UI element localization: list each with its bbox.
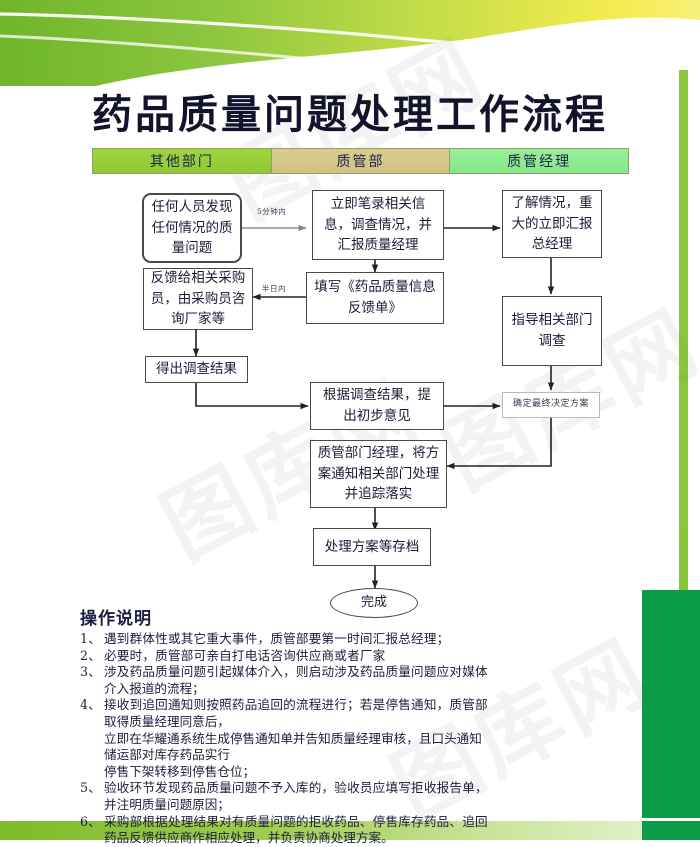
lane-header-qa-manager: 质管经理 <box>449 149 629 173</box>
page-title: 药品质量问题处理工作流程 <box>92 91 608 138</box>
note-text: 接收到追回通知则按照药品追回的流程进行；若是停售通知，质管部 <box>104 697 488 713</box>
edge-label-within-5-minutes: 5分钟内 <box>257 207 287 216</box>
note-item: 4、接收到追回通知则按照药品追回的流程进行；若是停售通知，质管部 <box>80 697 640 714</box>
flow-node-feedback-buyer: 反馈给相关采购员，由采购员咨询厂家等 <box>143 268 253 330</box>
note-number: 1、 <box>80 631 102 646</box>
bottom-bar-green-cap <box>642 821 700 840</box>
note-continuation-line: 储运部对库存药品实行 <box>104 747 230 763</box>
note-continuation-line: 介入报道的流程； <box>104 680 205 696</box>
flow-node-preliminary-opinion: 根据调查结果，提出初步意见 <box>310 382 444 430</box>
bottom-gradient-bar <box>0 821 700 840</box>
notes-list: 1、遇到群体性或其它重大事件，质管部要第一时间汇报总经理；2、必要时，质管部可亲… <box>80 631 640 847</box>
note-item: 1、遇到群体性或其它重大事件，质管部要第一时间汇报总经理； <box>80 631 640 648</box>
note-continuation-line: 药品反馈供应商作相应处理，并负责协商处理方案。 <box>104 830 394 846</box>
right-green-block <box>642 590 700 818</box>
flow-node-guide-dept-investigate: 指导相关部门调查 <box>502 296 602 366</box>
note-item: 6、采购部根据处理结果对有质量问题的拒收药品、停售库存药品、追回 <box>80 814 640 831</box>
note-continuation-line: 立即在华耀通系统生成停售通知单并告知质量经理审核，且口头通知 <box>104 730 482 746</box>
note-continuation-line: 取得质量经理同意后， <box>104 714 230 730</box>
note-item: 2、必要时，质管部可亲自打电话咨询供应商或者厂家 <box>80 648 640 665</box>
header-banner-decoration <box>0 0 700 86</box>
note-text: 遇到群体性或其它重大事件，质管部要第一时间汇报总经理； <box>104 631 450 646</box>
note-item: 5、验收环节发现药品质量问题不予入库的，验收员应填写拒收报告单， <box>80 780 640 797</box>
note-text: 采购部根据处理结果对有质量问题的拒收药品、停售库存药品、追回 <box>104 813 488 829</box>
note-number: 4、 <box>80 697 102 713</box>
flow-node-start: 任何人员发现任何情况的质量问题 <box>142 193 242 263</box>
note-text: 涉及药品质量问题引起媒体介入，则启动涉及药品质量问题应对媒体 <box>104 664 488 680</box>
flow-node-record-info: 立即笔录相关信息，调查情况，并汇报质量经理 <box>312 190 444 260</box>
note-continuation-line: 并注明质量问题原因； <box>104 797 230 813</box>
note-text: 验收环节发现药品质量问题不予入库的，验收员应填写拒收报告单， <box>104 780 488 796</box>
note-number: 2、 <box>80 647 102 663</box>
flow-node-final-decision: 确定最终决定方案 <box>502 392 600 418</box>
note-number: 3、 <box>80 664 102 680</box>
note-continuation-line: 停售下架转移到停售仓位； <box>104 763 256 779</box>
edge-label-within-half-day: 半日内 <box>262 284 286 293</box>
lane-header-other-dept: 其他部门 <box>93 149 271 173</box>
flow-node-fill-feedback-form: 填写《药品质量信息反馈单》 <box>306 272 444 324</box>
lane-header-qa-dept: 质管部 <box>270 149 450 173</box>
operation-notes: 操作说明 1、遇到群体性或其它重大事件，质管部要第一时间汇报总经理；2、必要时，… <box>80 604 640 847</box>
flow-node-report-gm: 了解情况，重大的立即汇报总经理 <box>502 190 602 258</box>
right-vertical-rail <box>679 70 688 770</box>
flow-node-finish: 完成 <box>330 588 418 618</box>
note-item: 3、涉及药品质量问题引起媒体介入，则启动涉及药品质量问题应对媒体 <box>80 664 640 681</box>
note-number: 6、 <box>80 813 102 829</box>
note-text: 必要时，质管部可亲自打电话咨询供应商或者厂家 <box>104 647 386 663</box>
note-number: 5、 <box>80 780 102 796</box>
flow-node-archive: 处理方案等存档 <box>313 528 431 566</box>
flow-node-notify-depts: 质管部门经理，将方案通知相关部门处理并追踪落实 <box>310 440 447 508</box>
notes-heading: 操作说明 <box>80 609 152 629</box>
lane-header-bar: 其他部门 质管部 质管经理 <box>92 148 629 174</box>
flow-node-investigation-result: 得出调查结果 <box>145 356 248 383</box>
